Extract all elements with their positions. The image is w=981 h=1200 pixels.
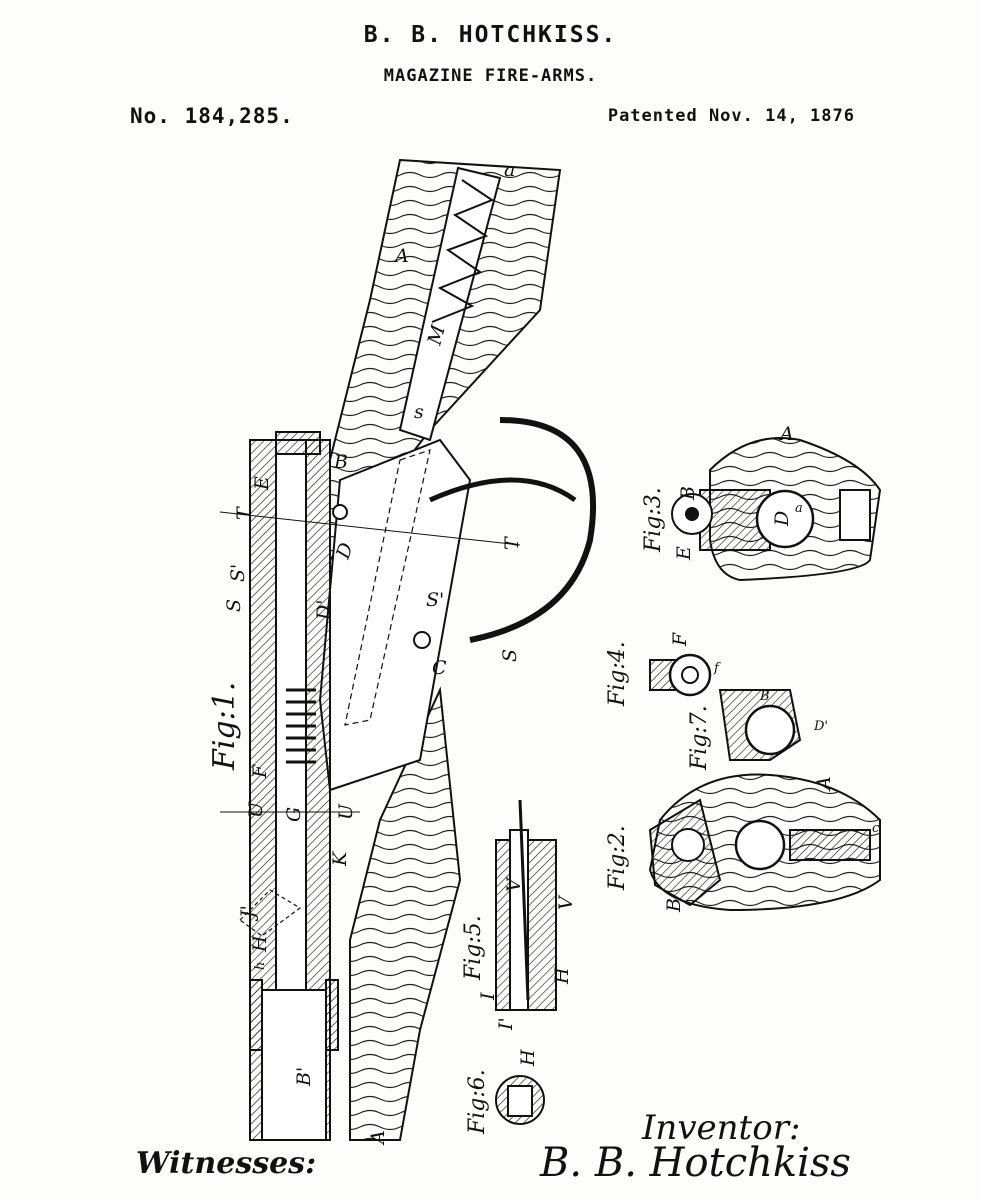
fig6-drawing: Fig:6. H (465, 1049, 545, 1135)
label-s: s (414, 401, 424, 423)
fig7-label: Fig:7. (687, 705, 712, 771)
fig2-label-c: c (872, 821, 880, 836)
inventor-name-header: B. B. HOTCHKISS. (363, 22, 618, 48)
fig3-label-B: B (677, 486, 699, 501)
fig3-label: Fig:3. (641, 487, 666, 553)
label-G: G (283, 807, 305, 822)
carrier-pivot (413, 631, 431, 649)
extractor-dashed (239, 889, 302, 937)
fig5-drawing: Fig:5. V V H I I' (461, 799, 577, 1031)
fig2-label-B: B (663, 898, 685, 913)
inventor-signature: B. B. Hotchkiss (540, 1140, 851, 1186)
fig6-label-H: H (517, 1049, 539, 1067)
breech-right-wall (325, 979, 339, 1051)
fig1-label: Fig:1. (207, 682, 242, 771)
fig4-label-F: F (669, 632, 691, 647)
fig2-label: Fig:2. (605, 825, 630, 891)
label-C: C (432, 657, 447, 679)
label-D: D (332, 540, 358, 563)
label-A-top: A (393, 245, 409, 267)
fig3-label-E: E (673, 546, 695, 561)
fig4-label: Fig:4. (605, 641, 630, 707)
fig4-drawing: Fig:4. F f (605, 632, 721, 707)
label-a: a (504, 159, 515, 181)
bolt (275, 439, 307, 1001)
label-F: F (249, 764, 271, 779)
patent-number: No. 184,285. (130, 104, 294, 128)
trigger-guard (469, 417, 597, 643)
mainspring (286, 688, 316, 764)
fig6-label: Fig:6. (465, 1069, 490, 1135)
fig3-label-A: A (778, 423, 794, 445)
fig2-drawing: Fig:2. B A c (605, 773, 881, 913)
pivot-pin (332, 504, 348, 520)
label-U: U (245, 801, 267, 818)
breech-left-wall (249, 979, 263, 1051)
label-S-guard: S (499, 649, 521, 662)
label-T-right: T (501, 536, 523, 550)
label-E: E (251, 476, 273, 491)
label-S1: S' (227, 564, 249, 582)
fig2-label-A: A (813, 776, 835, 792)
label-B1: B' (293, 1067, 315, 1087)
fig5-label: Fig:5. (461, 915, 486, 981)
inventor-heading: Inventor: (642, 1108, 801, 1148)
section-line-t (219, 511, 521, 546)
fig3-label-a: a (795, 501, 803, 516)
trigger (428, 477, 577, 503)
label-U-right: U (335, 803, 357, 820)
fig5-label-H: H (551, 967, 573, 985)
carrier-outline (344, 449, 431, 726)
fig3-label-D: D (771, 511, 793, 527)
fig7-label-D: D' (813, 719, 828, 734)
fig5-label-V: V (555, 894, 577, 910)
magazine-spring (431, 179, 495, 323)
patent-title: MAGAZINE FIRE-ARMS. (383, 66, 598, 86)
fig1-drawing: Fig:1. A a M s E T T B S S' S' S D D' C … (207, 158, 597, 1146)
label-D1: D' (313, 600, 335, 621)
fig5-label-I1: I' (495, 1017, 517, 1031)
fig5-label-V2: V (503, 876, 525, 892)
magazine-tube (398, 166, 502, 442)
label-A-bottom: A (367, 1130, 389, 1146)
label-K: K (329, 850, 351, 867)
patent-date: Patented Nov. 14, 1876 (607, 106, 855, 126)
witnesses-heading: Witnesses: (136, 1146, 317, 1181)
label-S2: S' (426, 589, 444, 611)
label-J: J' (237, 905, 259, 922)
fig7-drawing: Fig:7. B D' (687, 689, 828, 771)
fig7-label-B: B (759, 689, 770, 704)
bolt-knob (275, 431, 321, 455)
barrel-breech (261, 989, 327, 1141)
label-S: S (223, 599, 245, 612)
fig3-drawing: Fig:3. B E D a A (641, 423, 882, 582)
fig5-label-I: I (477, 992, 499, 1001)
label-T: T (233, 506, 255, 520)
label-H: H (249, 935, 271, 953)
label-B: B (333, 451, 348, 473)
label-h: h (253, 962, 268, 970)
fig4-label-f: f (713, 661, 721, 676)
stock-lower (349, 686, 462, 1141)
